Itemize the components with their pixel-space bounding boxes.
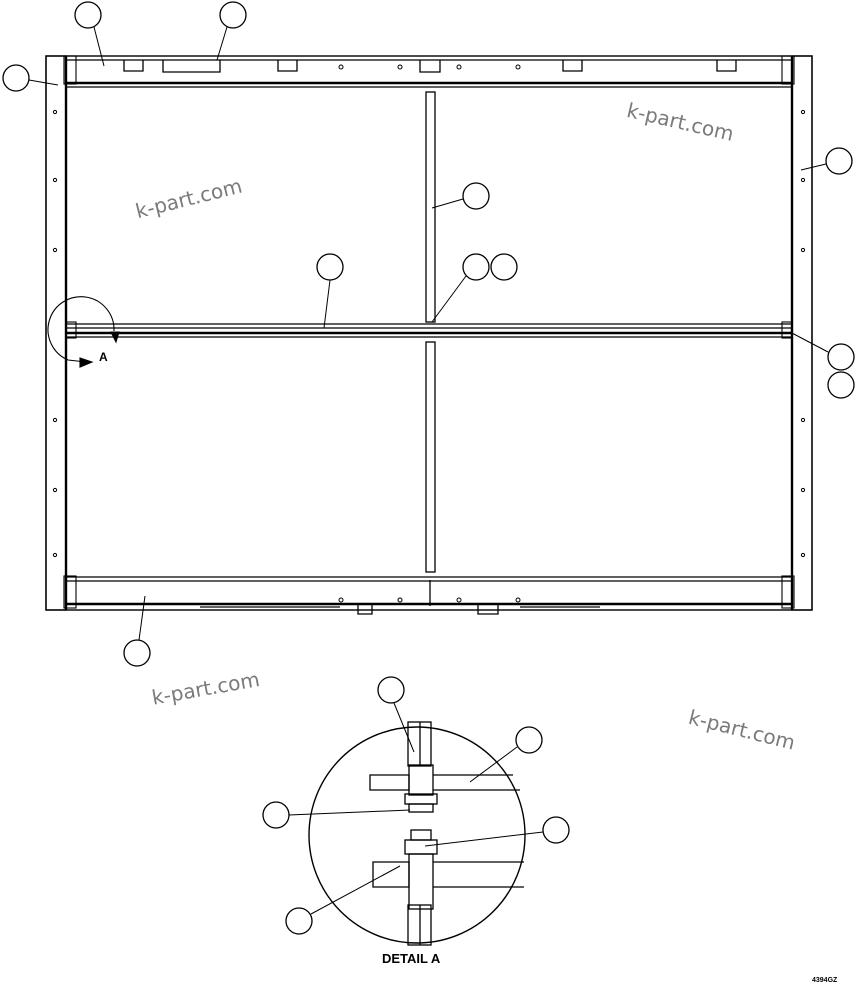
figure-number: 4394GZ bbox=[812, 977, 838, 984]
callout-circle bbox=[219, 1, 247, 29]
detail-a-marker bbox=[47, 296, 120, 368]
callout-circle bbox=[316, 253, 344, 281]
leader-lines bbox=[28, 26, 829, 641]
view-label-a: A bbox=[99, 350, 108, 364]
callout-circle bbox=[515, 726, 543, 754]
callout-circle bbox=[123, 639, 151, 667]
frame-bolts bbox=[52, 64, 806, 603]
callout-circle bbox=[377, 676, 405, 704]
callout-circle bbox=[542, 816, 570, 844]
detail-leader-lines bbox=[288, 702, 544, 915]
detail-a-view bbox=[308, 721, 526, 946]
main-frame bbox=[45, 55, 813, 615]
callout-circle bbox=[827, 343, 855, 371]
callout-circles bbox=[2, 1, 855, 667]
callout-circle bbox=[2, 64, 30, 92]
callout-circle bbox=[825, 147, 853, 175]
detail-callout-circles bbox=[262, 676, 570, 935]
callout-circle bbox=[827, 371, 855, 399]
callout-circle bbox=[462, 253, 490, 281]
callout-circle bbox=[462, 182, 490, 210]
callout-circle bbox=[74, 1, 102, 29]
detail-a-title: DETAIL A bbox=[382, 951, 441, 966]
callout-circle bbox=[490, 253, 518, 281]
callout-circle bbox=[262, 801, 290, 829]
callout-circle bbox=[285, 907, 313, 935]
